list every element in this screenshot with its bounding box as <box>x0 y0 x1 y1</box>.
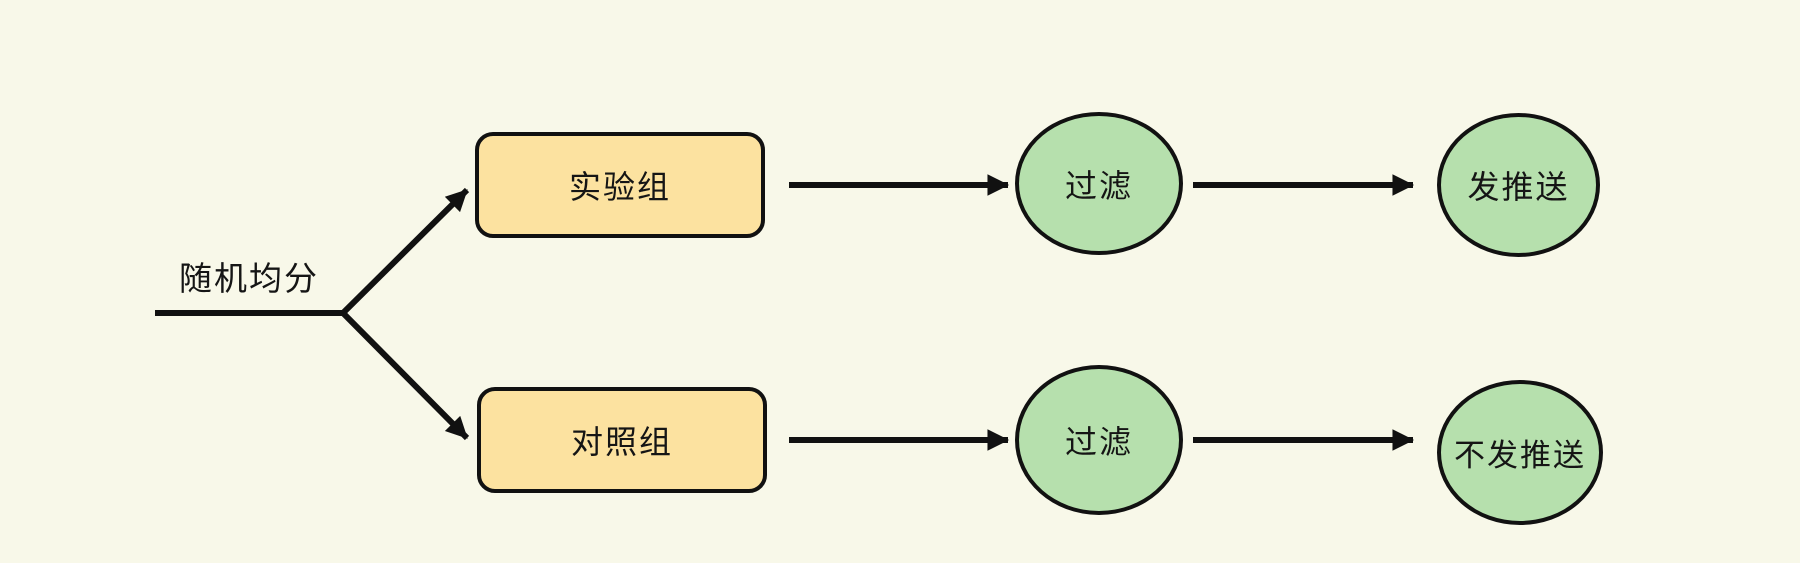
node-no-push[interactable]: 不发推送 <box>1437 380 1603 525</box>
node-send-push[interactable]: 发推送 <box>1437 113 1600 257</box>
node-experiment-group[interactable]: 实验组 <box>475 132 765 238</box>
node-filter-top[interactable]: 过滤 <box>1015 112 1183 255</box>
edge-split-to-control <box>340 310 470 441</box>
split-label: 随机均分 <box>179 259 319 298</box>
node-filter-bottom[interactable]: 过滤 <box>1015 365 1183 515</box>
node-control-group[interactable]: 对照组 <box>477 387 767 493</box>
edge-split-to-experiment <box>340 187 470 316</box>
